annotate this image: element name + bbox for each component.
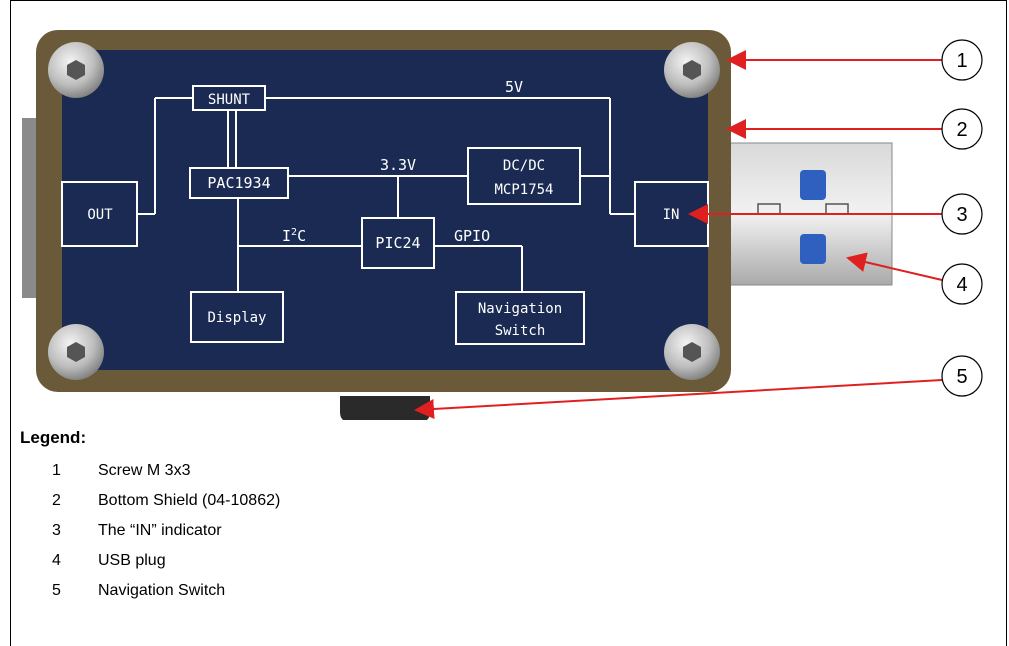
legend-item: 4 USB plug xyxy=(52,552,280,582)
label-3v3: 3.3V xyxy=(380,156,416,174)
callout-arrows xyxy=(414,50,943,419)
legend-item-number: 2 xyxy=(52,492,61,509)
label-5v: 5V xyxy=(505,78,523,96)
label-out: OUT xyxy=(87,207,113,223)
usb-window-top xyxy=(800,170,826,200)
legend-item-number: 3 xyxy=(52,522,61,539)
screw-icon xyxy=(664,42,720,98)
usb-window-bottom xyxy=(800,234,826,264)
legend-title: Legend: xyxy=(20,428,87,447)
legend-item-number: 1 xyxy=(52,462,61,479)
label-in: IN xyxy=(663,207,680,223)
legend-item-text: Bottom Shield (04-10862) xyxy=(98,492,281,509)
legend-item: 5 Navigation Switch xyxy=(52,582,280,612)
callout-circles xyxy=(941,39,983,397)
legend-list: 1 Screw M 3x3 2 Bottom Shield (04-10862) 3… xyxy=(52,462,280,612)
label-shunt: SHUNT xyxy=(208,92,251,108)
callout-1: 1 xyxy=(956,50,967,72)
figure-frame xyxy=(10,0,1007,646)
label-mcp1754: MCP1754 xyxy=(494,182,553,198)
screw-icon xyxy=(48,324,104,380)
legend-item-number: 4 xyxy=(52,552,61,569)
legend-item: 2 Bottom Shield (04-10862) xyxy=(52,492,280,522)
legend-item-text: Navigation Switch xyxy=(98,582,226,599)
callout-2: 2 xyxy=(956,119,967,141)
legend-item-text: The “IN” indicator xyxy=(98,522,222,539)
legend-item: 1 Screw M 3x3 xyxy=(52,462,280,492)
silkscreen-wiring xyxy=(61,85,709,345)
legend-item: 3 The “IN” indicator xyxy=(52,522,280,552)
screw-icon xyxy=(664,324,720,380)
legend-item-text: Screw M 3x3 xyxy=(98,462,191,479)
label-display: Display xyxy=(207,310,266,326)
screw-icon xyxy=(48,42,104,98)
callout-4: 4 xyxy=(956,274,967,296)
legend-item-number: 5 xyxy=(52,582,61,599)
callout-3: 3 xyxy=(956,204,967,226)
label-gpio: GPIO xyxy=(454,227,490,245)
label-navigation: Navigation xyxy=(478,301,562,317)
label-i2c: I2C xyxy=(282,227,306,245)
label-dcdc: DC/DC xyxy=(503,158,545,174)
label-switch: Switch xyxy=(495,323,546,339)
label-pic24: PIC24 xyxy=(375,234,420,252)
callout-5: 5 xyxy=(956,366,967,388)
legend-item-text: USB plug xyxy=(98,552,166,569)
label-pac1934: PAC1934 xyxy=(207,174,270,192)
navigation-switch-knob xyxy=(340,396,430,420)
pcb-panel xyxy=(62,50,708,370)
device-diagram: SHUNT 5V 3.3V PAC1934 DC/DC MCP1754 OUT … xyxy=(22,30,983,420)
